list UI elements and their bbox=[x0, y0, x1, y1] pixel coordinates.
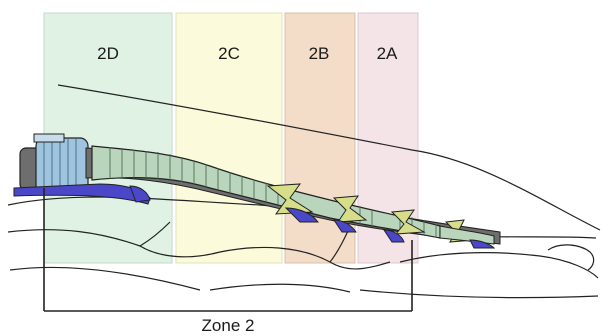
zone-2-caption: Zone 2 bbox=[202, 316, 255, 335]
zone-2b-label: 2B bbox=[309, 44, 330, 63]
zone-2d-label: 2D bbox=[97, 44, 119, 63]
zone-2c-label: 2C bbox=[218, 44, 240, 63]
zone-2a-label: 2A bbox=[377, 44, 398, 63]
